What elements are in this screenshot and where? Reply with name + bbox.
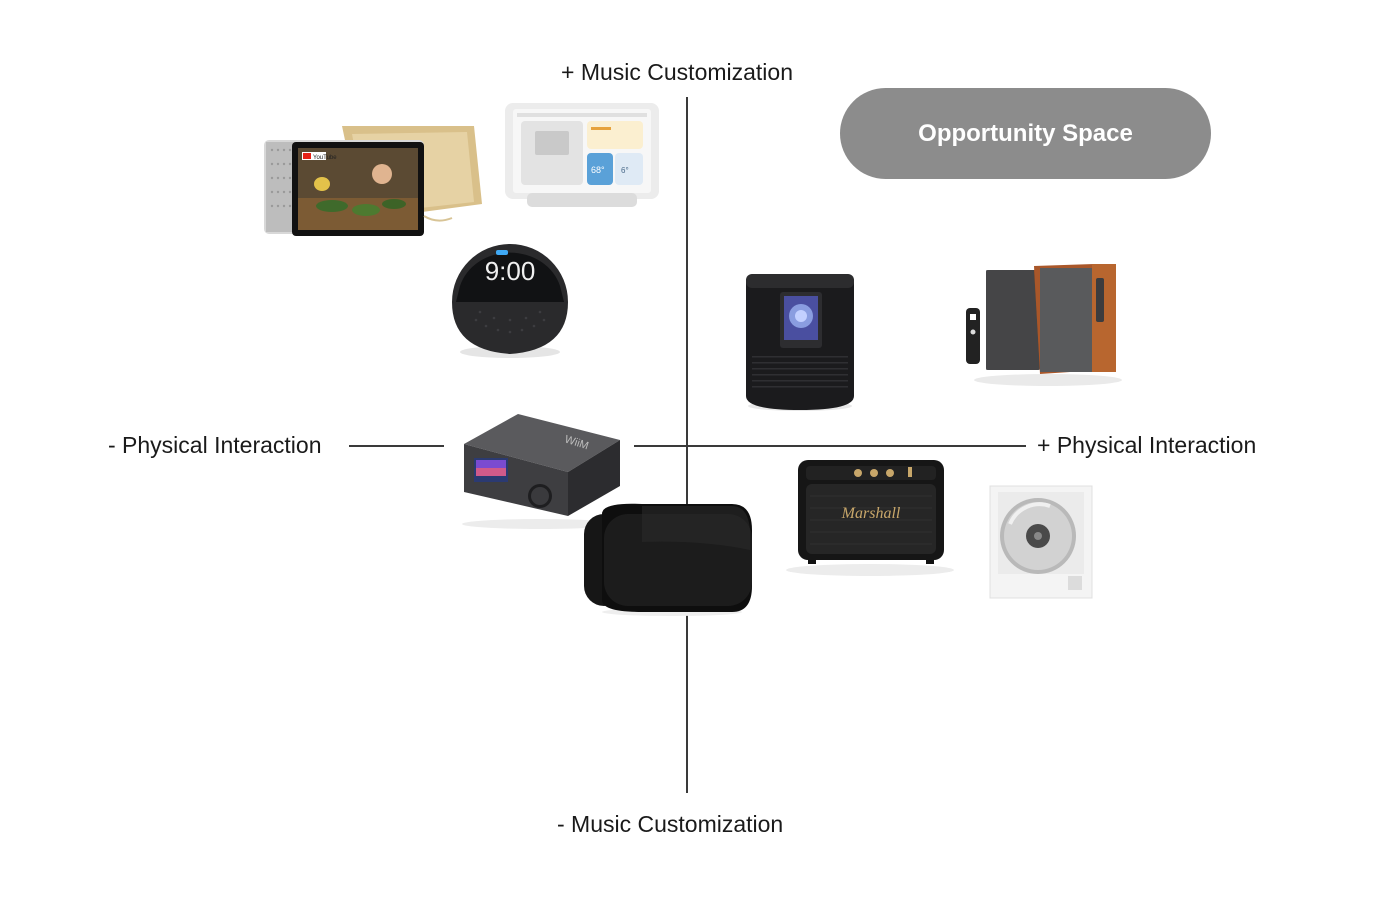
capsule-speaker-icon: [582, 500, 754, 618]
clock-time-display: 9:00: [485, 256, 536, 286]
marshall-logo-text: Marshall: [841, 505, 901, 522]
nest-temp-primary: 68°: [591, 165, 605, 175]
alarm-clock-speaker-icon: 9:00: [446, 222, 574, 362]
wall-cd-player-icon: [988, 484, 1094, 600]
opportunity-space-pill: Opportunity Space: [840, 88, 1211, 179]
smart-display-tablet-icon: YouTube: [262, 124, 484, 240]
cylinder-smart-speaker-icon: [744, 270, 856, 412]
horizontal-axis-line-right: [634, 445, 1026, 447]
nest-temp-secondary: 6°: [621, 166, 629, 175]
horizontal-axis-line-left: [349, 445, 444, 447]
axis-label-left: - Physical Interaction: [108, 432, 322, 458]
marshall-speaker-icon: Marshall: [780, 456, 960, 578]
network-streamer-icon: WiiM: [444, 412, 626, 530]
nest-hub-display-icon: 68° 6°: [503, 101, 661, 213]
axis-label-top: + Music Customization: [561, 59, 793, 85]
youtube-badge: YouTube: [313, 155, 337, 161]
axis-label-bottom: - Music Customization: [557, 811, 784, 837]
axis-label-right: + Physical Interaction: [1037, 432, 1257, 458]
bookshelf-speakers-with-remote-icon: [958, 262, 1130, 392]
opportunity-space-label: Opportunity Space: [918, 119, 1133, 147]
